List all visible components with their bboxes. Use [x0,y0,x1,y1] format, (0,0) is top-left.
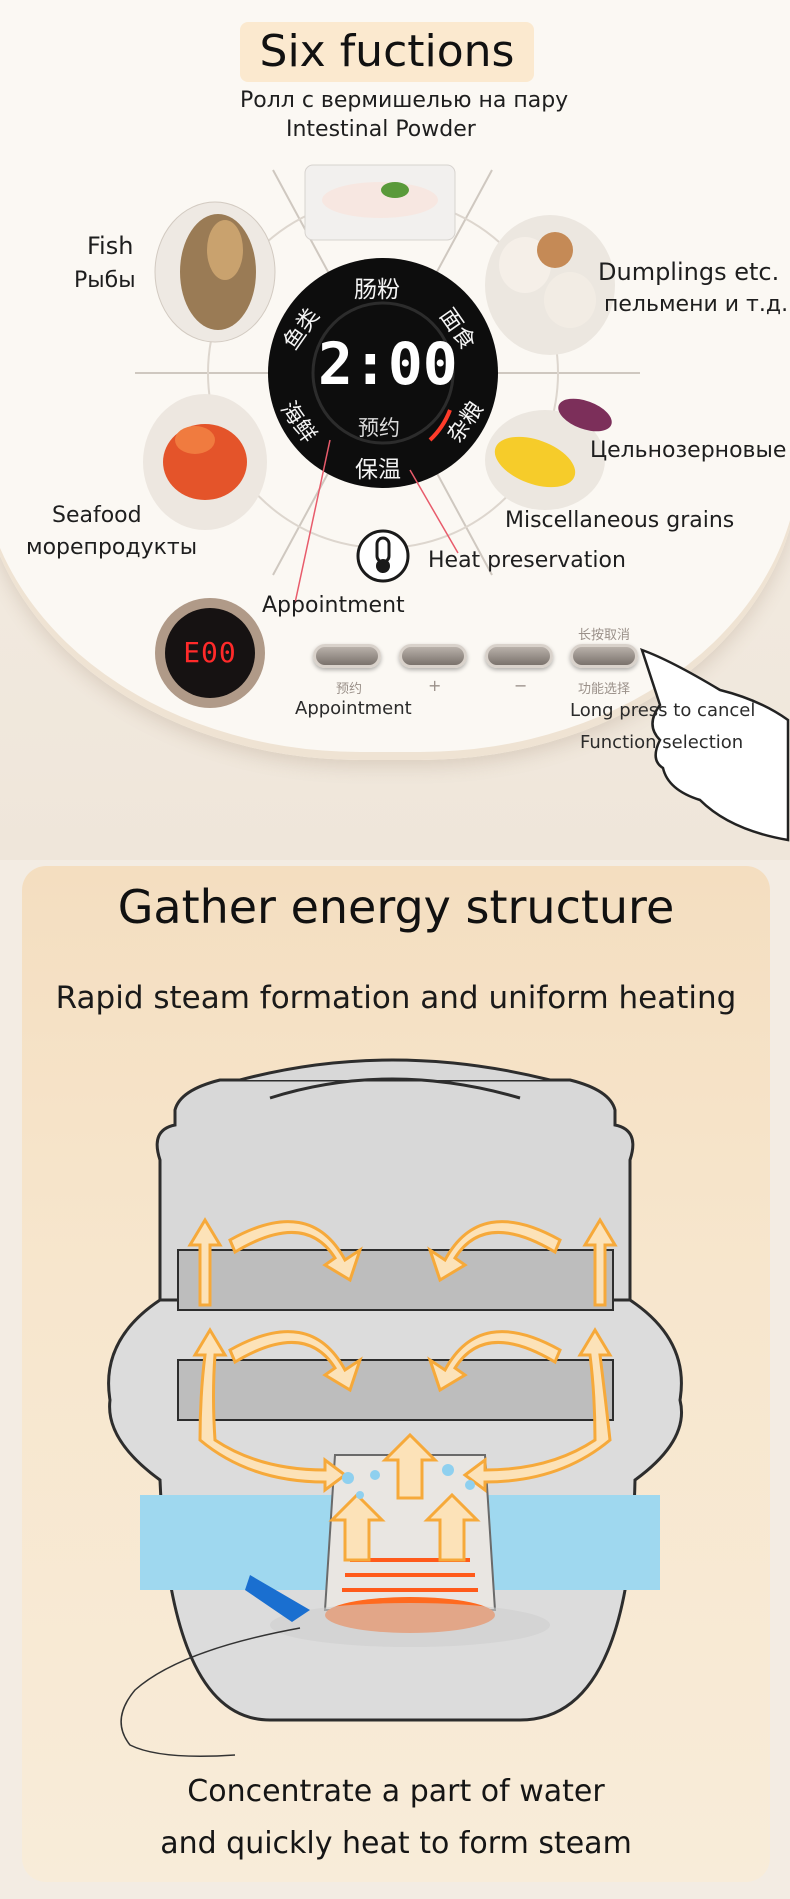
food-plate-grains [485,398,612,510]
dial-ring-top: 肠粉 [354,277,400,303]
energy-heading: Gather energy structure [117,880,675,934]
appointment-callout-label: Appointment [262,593,405,618]
return-steam-arrow-icon [192,1327,348,1493]
plus-button-label: + [428,676,442,695]
return-steam-arrow-icon [462,1327,613,1493]
seafood-label-ru: морепродукты [26,535,198,560]
subtitle-en: Intestinal Powder [286,117,476,142]
energy-subheading: Rapid steam formation and uniform heatin… [55,980,737,1016]
minus-button-label: − [514,676,528,695]
grains-label-ru: Цельнозерновые [590,438,787,463]
steam-arrow-icon [423,1492,481,1562]
dial-red-arc [428,409,452,442]
dial-time-display: 2:00 [318,330,458,398]
steamer-lid [239,1058,551,1082]
steam-arrow-icon [582,1217,618,1307]
grains-label-en: Miscellaneous grains [505,508,735,533]
steam-arrow-icon [187,1217,223,1307]
thermometer-icon [356,529,410,583]
appointment-button-cn: 预约 [336,682,363,697]
bubble [342,1472,354,1484]
appointment-button[interactable] [313,644,381,668]
subtitle-ru: Ролл с вермишелью на пару [240,88,569,113]
bubble [442,1464,454,1476]
led-display-text: E00 [183,636,237,669]
dial-ring-bottom: 保温 [355,457,401,483]
long-press-en: Long press to cancel [570,700,756,721]
caption-callout-line [120,1627,301,1757]
curved-steam-arrow-icon [228,1330,363,1393]
minus-button[interactable] [485,644,553,668]
hand-illustration [640,647,790,842]
plus-button[interactable] [399,644,467,668]
seafood-label-en: Seafood [52,503,142,528]
inflow-arrow-icon [245,1575,310,1622]
dial-center-label: 预约 [358,416,400,440]
fish-label-ru: Рыбы [74,268,136,293]
food-plate-seafood [143,394,267,530]
steamer-upper [155,1078,635,1302]
food-plate-intestinal-powder [304,164,456,241]
dumplings-label-ru: пельмени и т.д. [604,292,789,317]
bubble [370,1470,380,1480]
curved-steam-arrow-icon [427,1330,562,1393]
food-plate-fish [154,201,276,343]
caption-line-2: and quickly heat to form steam [160,1826,632,1861]
function-en: Function selection [580,732,744,753]
function-dial-illustration [135,164,790,842]
dumplings-label-en: Dumplings etc. [598,258,780,286]
steamer-tray-bottom [177,1359,614,1421]
bubble [356,1491,364,1499]
steam-arrow-icon [381,1432,439,1500]
caption-line-1: Concentrate a part of water [187,1774,605,1809]
steamer-tray-top [177,1249,614,1311]
led-display-screen [165,608,255,698]
function-button[interactable] [570,644,638,668]
heat-preservation-label: Heat preservation [428,548,626,573]
long-press-cn: 长按取消 [578,628,631,643]
heat-callout-line [409,469,459,554]
appointment-en: Appointment [295,698,412,719]
title-highlight [240,22,534,82]
steam-arrow-icon [328,1492,386,1562]
section-title: Six fuctions [259,26,515,77]
curved-steam-arrow-icon [427,1220,562,1283]
bubble [465,1480,475,1490]
food-plate-dumplings [485,215,615,355]
appointment-callout-line [294,439,331,604]
curved-steam-arrow-icon [228,1220,363,1283]
function-cn: 功能选择 [578,682,631,697]
fish-label-en: Fish [87,232,134,260]
